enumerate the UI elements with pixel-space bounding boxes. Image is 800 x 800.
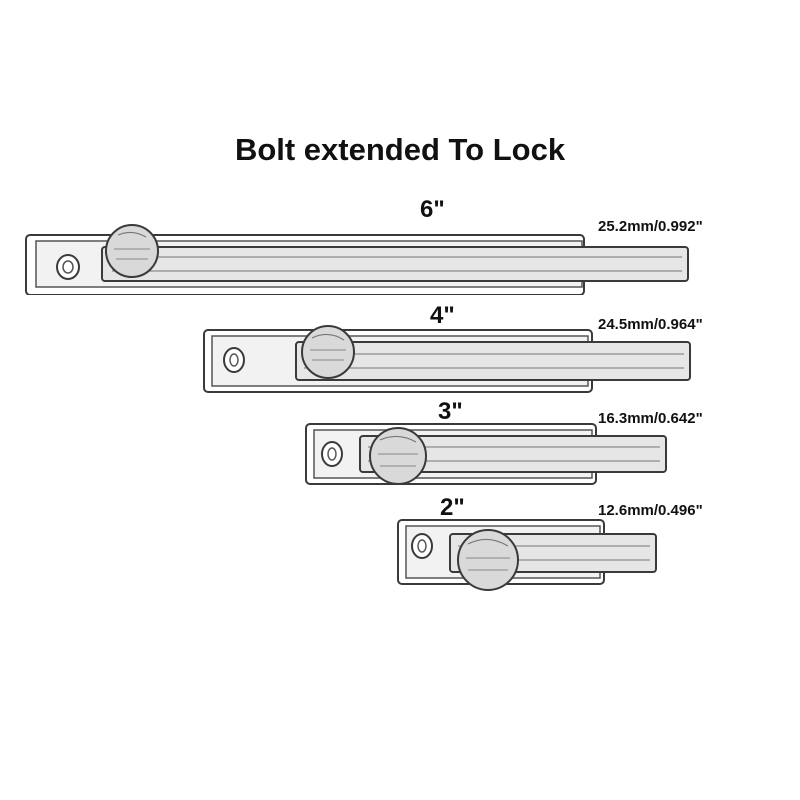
barrel-bolt-2in	[394, 514, 662, 594]
dimension-label-3in: 16.3mm/0.642"	[598, 410, 703, 427]
barrel-bolt-3in	[302, 420, 674, 488]
size-label-2in: 2"	[440, 494, 465, 521]
size-label-3in: 3"	[438, 398, 463, 425]
dimension-label-6in: 25.2mm/0.992"	[598, 218, 703, 235]
size-label-4in: 4"	[430, 302, 455, 329]
size-label-6in: 6"	[420, 196, 445, 223]
dimension-label-2in: 12.6mm/0.496"	[598, 502, 703, 519]
barrel-bolt-3in-drawing	[305, 423, 667, 485]
dimension-label-4in: 24.5mm/0.964"	[598, 316, 703, 333]
barrel-bolt-2in-drawing	[397, 519, 657, 591]
barrel-bolt-6in-drawing	[25, 224, 689, 295]
page-title: Bolt extended To Lock	[234, 132, 566, 167]
barrel-bolt-6in	[22, 215, 702, 295]
barrel-bolt-4in	[200, 318, 705, 396]
barrel-bolt-4in-drawing	[203, 325, 691, 393]
